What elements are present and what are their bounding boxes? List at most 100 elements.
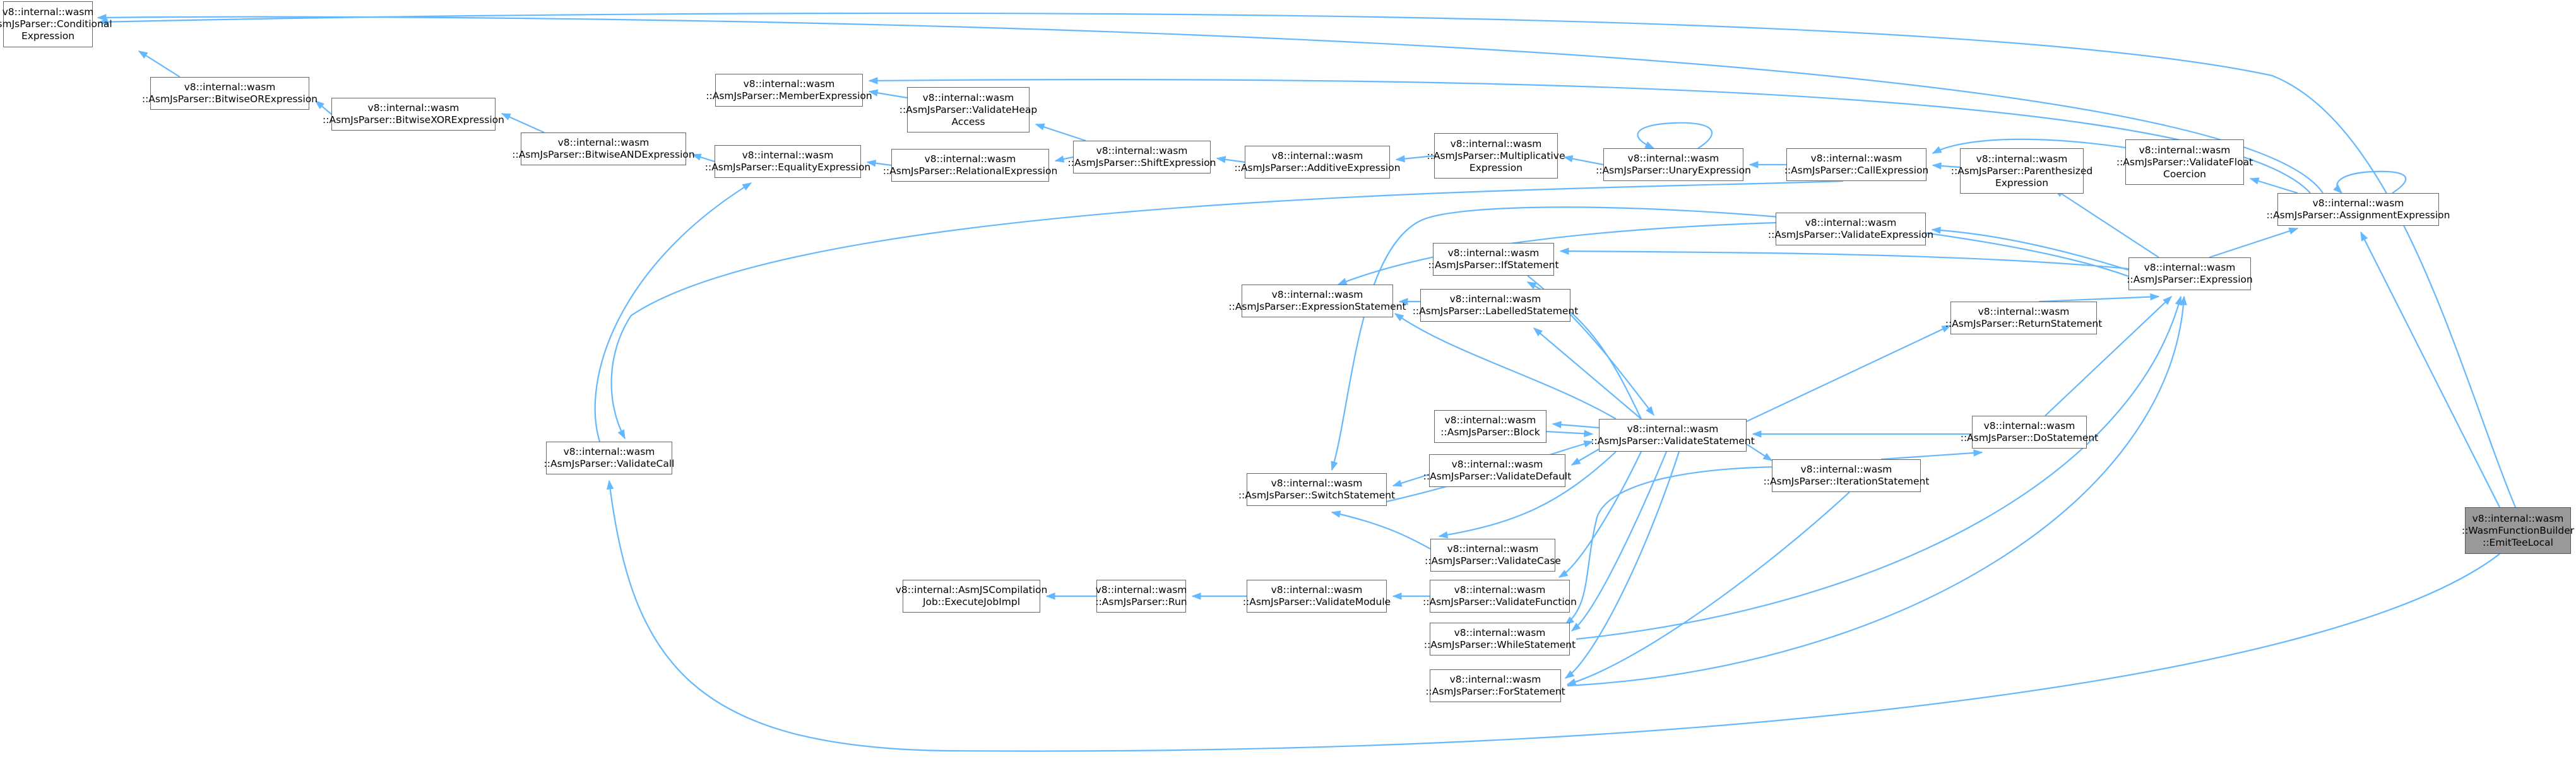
- node-return-statement[interactable]: v8::internal::wasm ::AsmJsParser::Return…: [1945, 302, 2102, 334]
- node-validate-heap-access[interactable]: v8::internal::wasm ::AsmJsParser::Valida…: [899, 87, 1037, 132]
- node-for-statement[interactable]: v8::internal::wasm ::AsmJsParser::ForSta…: [1425, 669, 1565, 702]
- arrowhead-icon: [2180, 295, 2187, 305]
- arrowhead-icon: [1533, 327, 1543, 337]
- arrowhead-icon: [1570, 457, 1581, 466]
- node-equality-expression[interactable]: v8::internal::wasm ::AsmJsParser::Equali…: [705, 145, 870, 178]
- arrowhead-icon: [1552, 421, 1562, 428]
- edge-vstmt-to-label: [1533, 327, 1642, 420]
- node-label: v8::internal::wasm ::AsmJsParser::Equali…: [704, 150, 871, 173]
- arrowhead-icon: [1566, 678, 1577, 686]
- edge-expr-to-assign: [2209, 227, 2298, 259]
- node-shift-expression[interactable]: v8::internal::wasm ::AsmJsParser::ShiftE…: [1068, 141, 1216, 173]
- arrowhead-icon: [2150, 293, 2160, 301]
- node-label: v8::internal::wasm ::AsmJsParser::Bitwis…: [323, 102, 504, 126]
- edge-vfloat-to-call: [1932, 138, 2126, 154]
- node-bitwise-and-expression[interactable]: v8::internal::wasm ::AsmJsParser::Bitwis…: [512, 132, 695, 165]
- node-member-expression[interactable]: v8::internal::wasm ::AsmJsParser::Member…: [706, 74, 872, 107]
- node-call-expression[interactable]: v8::internal::wasm ::AsmJsParser::CallEx…: [1784, 148, 1928, 181]
- node-label: v8::internal::AsmJSCompilation Job::Exec…: [895, 584, 1048, 608]
- arrowhead-icon: [1191, 592, 1201, 600]
- node-label: v8::internal::wasm ::AsmJsParser::Relati…: [882, 153, 1058, 177]
- arrowhead-icon: [1564, 670, 1575, 679]
- arrowhead-icon: [1583, 440, 1594, 448]
- arrowhead-icon: [1570, 623, 1581, 632]
- arrowhead-icon: [1395, 155, 1405, 163]
- arrowhead-icon: [1584, 430, 1594, 437]
- edge-vcase-to-switch: [1331, 511, 1431, 549]
- node-block[interactable]: v8::internal::wasm ::AsmJsParser::Block: [1434, 410, 1546, 443]
- arrowhead-icon: [1941, 325, 1952, 332]
- edge-expr-to-switch: [1331, 206, 2129, 471]
- node-validate-call[interactable]: v8::internal::wasm ::AsmJsParser::Valida…: [544, 442, 674, 474]
- node-validate-statement[interactable]: v8::internal::wasm ::AsmJsParser::Valida…: [1591, 419, 1755, 452]
- arrowhead-icon: [2163, 296, 2173, 305]
- node-label: v8::internal::wasm ::AsmJsParser::Bitwis…: [512, 137, 695, 160]
- node-bitwise-xor-expression[interactable]: v8::internal::wasm ::AsmJsParser::Bitwis…: [323, 98, 504, 131]
- node-label: v8::internal::wasm ::AsmJsParser::Bitwis…: [141, 81, 318, 105]
- node-label: v8::internal::wasm ::AsmJsParser::Valida…: [1425, 543, 1561, 567]
- node-iteration-statement[interactable]: v8::internal::wasm ::AsmJsParser::Iterat…: [1764, 459, 1929, 492]
- node-do-statement[interactable]: v8::internal::wasm ::AsmJsParser::DoStat…: [1961, 416, 2098, 449]
- arrowhead-icon: [1931, 226, 1941, 234]
- node-validate-function[interactable]: v8::internal::wasm ::AsmJsParser::Valida…: [1423, 580, 1577, 613]
- node-compilation-job-execute-job-impl[interactable]: v8::internal::AsmJSCompilation Job::Exec…: [896, 580, 1047, 613]
- arrowhead-icon: [1331, 510, 1341, 518]
- edge-for-to-expr: [1567, 296, 2185, 687]
- node-while-statement[interactable]: v8::internal::wasm ::AsmJsParser::WhileS…: [1424, 623, 1576, 655]
- arrowhead-icon: [97, 14, 107, 21]
- node-validate-case[interactable]: v8::internal::wasm ::AsmJsParser::Valida…: [1425, 539, 1561, 572]
- node-label: v8::internal::wasm ::AsmJsParser::IfStat…: [1428, 247, 1559, 271]
- edge-root-to-vcall: [608, 480, 2500, 752]
- edge-vstmt-to-for: [1565, 451, 1680, 679]
- edge-iter-to-do: [1880, 451, 1983, 461]
- node-assignment-expression[interactable]: v8::internal::wasm ::AsmJsParser::Assign…: [2267, 193, 2450, 226]
- arrowhead-icon: [868, 77, 878, 85]
- arrowhead-icon: [1216, 156, 1226, 163]
- arrowhead-icon: [1752, 430, 1762, 438]
- node-label: v8::internal::wasm ::WasmFunctionBuilder…: [2461, 512, 2575, 548]
- edge-vstmt-to-ret: [1746, 325, 1951, 422]
- node-validate-module[interactable]: v8::internal::wasm ::AsmJsParser::Valida…: [1243, 580, 1391, 613]
- node-expression-statement[interactable]: v8::internal::wasm ::AsmJsParser::Expres…: [1228, 285, 1406, 317]
- node-label: v8::internal::wasm ::AsmJsParser::Valida…: [2116, 144, 2253, 180]
- edge-vstmt-to-exprst: [1394, 313, 1617, 420]
- arrowhead-icon: [1526, 281, 1537, 290]
- arrowhead-icon: [1644, 141, 1655, 149]
- node-label: v8::internal::wasm ::AsmJsParser::Run: [1095, 584, 1187, 608]
- node-if-statement[interactable]: v8::internal::wasm ::AsmJsParser::IfStat…: [1428, 243, 1559, 276]
- node-labelled-statement[interactable]: v8::internal::wasm ::AsmJsParser::Labell…: [1413, 289, 1578, 322]
- node-parenthesized-expression[interactable]: v8::internal::wasm ::AsmJsParser::Parent…: [1951, 148, 2092, 194]
- node-validate-default[interactable]: v8::internal::wasm ::AsmJsParser::Valida…: [1423, 454, 1571, 487]
- arrowhead-icon: [691, 153, 702, 161]
- node-multiplicative-expression[interactable]: v8::internal::wasm ::AsmJsParser::Multip…: [1427, 133, 1565, 179]
- node-conditional-expression[interactable]: v8::internal::wasm ::AsmJsParser::Condit…: [0, 1, 112, 47]
- edge-shift-to-heap: [1035, 123, 1086, 142]
- node-label: v8::internal::wasm ::AsmJsParser::UnaryE…: [1596, 153, 1751, 176]
- node-label: v8::internal::wasm ::AsmJsParser::Expres…: [1228, 289, 1406, 312]
- arrowhead-icon: [1932, 146, 1942, 154]
- node-switch-statement[interactable]: v8::internal::wasm ::AsmJsParser::Switch…: [1238, 473, 1395, 506]
- node-emit-tee-local-root[interactable]: v8::internal::wasm ::WasmFunctionBuilder…: [2461, 507, 2575, 554]
- arrowhead-icon: [1558, 570, 1569, 578]
- node-expression[interactable]: v8::internal::wasm ::AsmJsParser::Expres…: [2127, 257, 2253, 290]
- arrowhead-icon: [2175, 295, 2182, 306]
- node-label: v8::internal::wasm ::AsmJsParser::Condit…: [0, 6, 112, 42]
- node-validate-float-coercion[interactable]: v8::internal::wasm ::AsmJsParser::Valida…: [2116, 139, 2253, 185]
- node-relational-expression[interactable]: v8::internal::wasm ::AsmJsParser::Relati…: [883, 149, 1057, 182]
- edge-expr-to-if: [1560, 250, 2129, 270]
- node-bitwise-or-expression[interactable]: v8::internal::wasm ::AsmJsParser::Bitwis…: [142, 77, 318, 110]
- node-label: v8::internal::wasm ::AsmJsParser::ForSta…: [1425, 674, 1565, 697]
- node-validate-expression[interactable]: v8::internal::wasm ::AsmJsParser::Valida…: [1768, 213, 1933, 245]
- arrowhead-icon: [617, 429, 626, 440]
- arrowhead-icon: [1054, 155, 1065, 163]
- node-label: v8::internal::wasm ::AsmJsParser::Member…: [706, 78, 872, 102]
- arrowhead-icon: [742, 182, 752, 191]
- arrowhead-icon: [868, 89, 879, 97]
- arrowhead-icon: [98, 18, 108, 26]
- node-run[interactable]: v8::internal::wasm ::AsmJsParser::Run: [1095, 580, 1187, 613]
- arrowhead-icon: [1646, 406, 1654, 416]
- arrowhead-icon: [1035, 123, 1045, 131]
- node-additive-expression[interactable]: v8::internal::wasm ::AsmJsParser::Additi…: [1234, 146, 1401, 179]
- node-unary-expression[interactable]: v8::internal::wasm ::AsmJsParser::UnaryE…: [1596, 148, 1751, 181]
